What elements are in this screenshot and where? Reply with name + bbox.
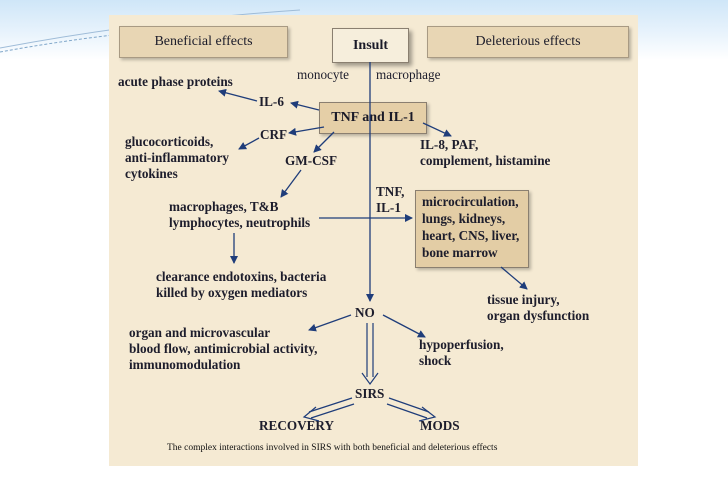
il8-line-1: IL-8, PAF,	[420, 137, 479, 152]
recovery-label: RECOVERY	[259, 418, 335, 433]
sirs-to-recovery-double-b	[310, 403, 355, 419]
acute-phase-proteins-label: acute phase proteins	[118, 74, 233, 89]
crf-to-gluco-arrow	[238, 137, 260, 150]
diagram-panel: Beneficial effects Insult Deleterious ef…	[109, 15, 638, 466]
hypoperfusion-line-2: shock	[419, 353, 452, 368]
monocyte-label: monocyte	[297, 67, 350, 82]
organs-line-4: bone marrow	[422, 245, 498, 260]
tissue-injury-line-2: organ dysfunction	[487, 308, 590, 323]
organs-line-2: lungs, kidneys,	[422, 211, 506, 226]
no-to-hypoperfusion-arrow	[382, 314, 426, 338]
gm-csf-label: GM-CSF	[285, 153, 338, 168]
glucocorticoids-line-3: cytokines	[125, 166, 178, 181]
insult-box: Insult	[332, 28, 409, 63]
clearance-line-1: clearance endotoxins, bacteria	[156, 269, 327, 284]
clearance-line-2: killed by oxygen mediators	[156, 285, 308, 300]
deleterious-effects-header: Deleterious effects	[427, 26, 629, 58]
tissue-injury-line-1: tissue injury,	[487, 292, 560, 307]
sirs-to-recovery-double-a	[308, 397, 353, 413]
no-to-organ-flow-arrow	[308, 314, 352, 332]
tnf-il1-box: TNF and IL-1	[319, 102, 427, 134]
tnf-to-il8-arrow	[422, 122, 452, 137]
macrophages-line-1: macrophages, T&B	[169, 199, 279, 214]
organ-systems-box: microcirculation, lungs, kidneys, heart,…	[415, 190, 529, 268]
tnf-side-line-1: TNF,	[376, 184, 405, 199]
sirs-to-recovery-head	[302, 406, 320, 422]
sirs-to-mods-head	[418, 406, 437, 422]
hypoperfusion-line-1: hypoperfusion,	[419, 337, 504, 352]
organ-flow-line-2: blood flow, antimicrobial activity,	[129, 341, 318, 356]
figure-caption: The complex interactions involved in SIR…	[167, 443, 498, 453]
il6-label: IL-6	[259, 94, 284, 109]
organ-flow-line-1: organ and microvascular	[129, 325, 271, 340]
sirs-to-mods-double-a	[388, 397, 430, 413]
organs-line-1: microcirculation,	[422, 194, 519, 209]
organs-line-3: heart, CNS, liver,	[422, 228, 520, 243]
no-label: NO	[355, 305, 375, 320]
gmcsf-to-macrophages-arrow	[280, 169, 302, 198]
organ-flow-line-3: immunomodulation	[129, 357, 241, 372]
sirs-to-mods-double-b	[386, 403, 428, 419]
beneficial-effects-header: Beneficial effects	[119, 26, 288, 58]
sirs-label: SIRS	[355, 386, 385, 401]
macrophage-label: macrophage	[376, 67, 441, 82]
crf-label: CRF	[260, 127, 288, 142]
glucocorticoids-line-2: anti-inflammatory	[125, 150, 230, 165]
flow-arrows	[218, 62, 528, 422]
tnf-to-gmcsf-arrow	[313, 131, 335, 153]
organs-to-tissue-injury-arrow	[500, 266, 528, 290]
il8-line-2: complement, histamine	[420, 153, 551, 168]
macrophages-line-2: lymphocytes, neutrophils	[169, 215, 311, 230]
il6-to-acute-phase-arrow	[218, 88, 258, 102]
tnf-to-il6-arrow	[290, 100, 320, 111]
tnf-to-crf-arrow	[288, 126, 325, 136]
glucocorticoids-line-1: glucocorticoids,	[125, 134, 214, 149]
tnf-side-line-2: IL-1	[376, 200, 401, 215]
no-to-sirs-head	[361, 372, 379, 386]
mods-label: MODS	[420, 418, 460, 433]
